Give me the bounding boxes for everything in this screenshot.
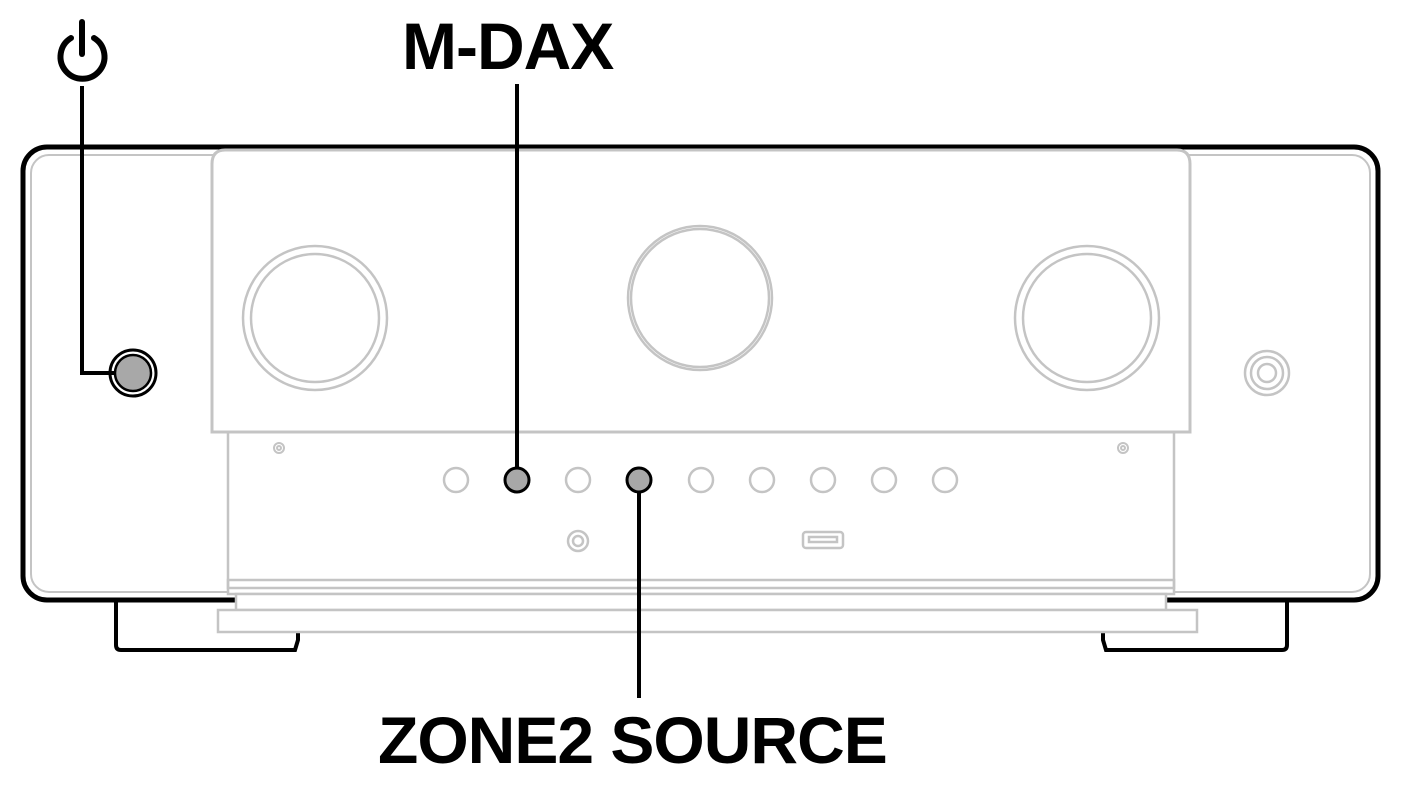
indicator-dots — [273, 442, 1129, 454]
headphone-jack — [1243, 349, 1291, 397]
input-selector-knob[interactable] — [241, 244, 389, 392]
front-button[interactable] — [870, 466, 898, 494]
top-display-panel — [210, 148, 1192, 434]
volume-knob[interactable] — [1013, 244, 1161, 392]
usb-port — [801, 530, 845, 550]
quick-select-knob[interactable] — [626, 224, 774, 372]
front-button-row — [442, 466, 959, 494]
m-dax-button[interactable] — [503, 466, 531, 494]
power-button[interactable] — [108, 348, 158, 398]
power-icon — [57, 19, 108, 82]
front-button[interactable] — [748, 466, 776, 494]
lower-control-panel — [226, 432, 1176, 590]
m-dax-label: M-DAX — [402, 9, 614, 83]
front-button[interactable] — [564, 466, 592, 494]
setup-mic-jack — [566, 529, 590, 553]
front-button[interactable] — [809, 466, 837, 494]
front-button[interactable] — [442, 466, 470, 494]
power-leader-line — [80, 86, 116, 375]
front-button[interactable] — [931, 466, 959, 494]
zone2-source-button[interactable] — [625, 466, 653, 494]
zone2-source-label: ZONE2 SOURCE — [378, 703, 888, 777]
front-button[interactable] — [687, 466, 715, 494]
